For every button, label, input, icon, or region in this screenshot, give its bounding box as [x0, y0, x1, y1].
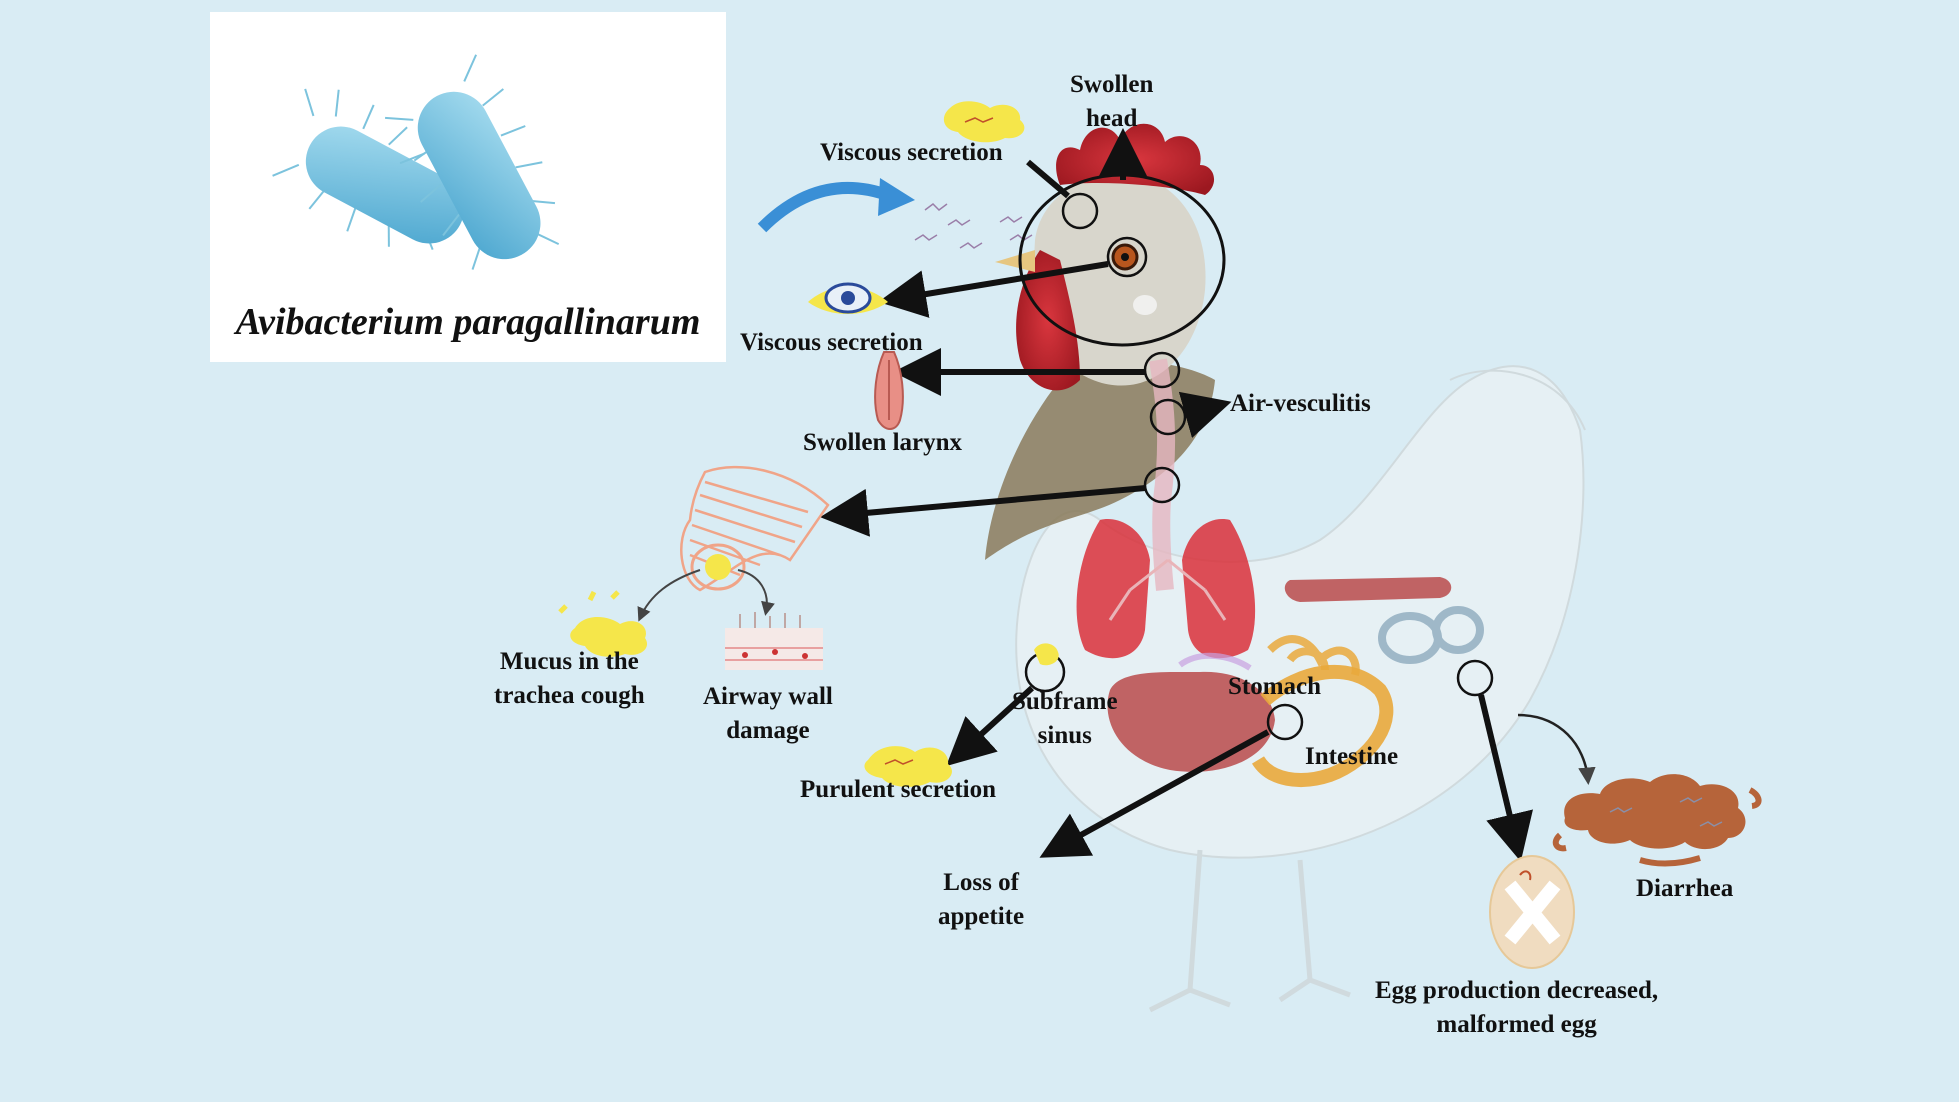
label-intestine: Intestine	[1305, 743, 1399, 770]
label-loss-of-appetite: Loss of appetite	[938, 869, 1025, 930]
larynx-icon	[874, 351, 904, 430]
infection-arrow-head	[878, 178, 915, 216]
diarrhea-arrow	[1517, 713, 1596, 785]
label-swollen-head: Swollen head	[1070, 71, 1154, 132]
label-swollen-larynx: Swollen larynx	[803, 429, 963, 456]
bacteria-illustration	[272, 54, 560, 270]
secretion-blobs	[558, 101, 1059, 787]
trachea-segment-icon	[680, 465, 830, 592]
label-stomach: Stomach	[1228, 673, 1322, 700]
label-airway-wall-damage: Airway wall damage	[703, 683, 833, 744]
label-purulent-secretion: Purulent secretion	[800, 776, 997, 803]
eye-icon	[808, 282, 888, 314]
label-air-vesculitis: Air-vesculitis	[1230, 390, 1371, 417]
mucus-arrow	[637, 569, 701, 622]
label-diarrhea: Diarrhea	[1636, 875, 1734, 902]
infection-arrow	[757, 181, 893, 233]
trachea	[1149, 358, 1176, 591]
label-subframe-sinus: Subframe sinus	[1012, 688, 1118, 749]
label-viscous-secretion-eye: Viscous secretion	[740, 329, 923, 356]
airway-wall-icon	[725, 612, 823, 670]
malformed-egg-icon	[1489, 855, 1575, 969]
lesion-markers	[1024, 192, 1494, 741]
feces-icon	[1552, 774, 1762, 867]
bacterium-species-name: Avibacterium paragallinarum	[235, 301, 701, 343]
organs	[1107, 577, 1484, 787]
bacteria-particles	[914, 203, 1033, 249]
label-mucus-trachea: Mucus in the trachea cough	[494, 648, 645, 709]
lungs	[1076, 519, 1256, 659]
label-viscous-secretion-top: Viscous secretion	[820, 139, 1003, 166]
airway-arrow	[737, 569, 775, 616]
leader-arrows	[820, 128, 1533, 862]
label-egg-production: Egg production decreased, malformed egg	[1375, 977, 1659, 1038]
